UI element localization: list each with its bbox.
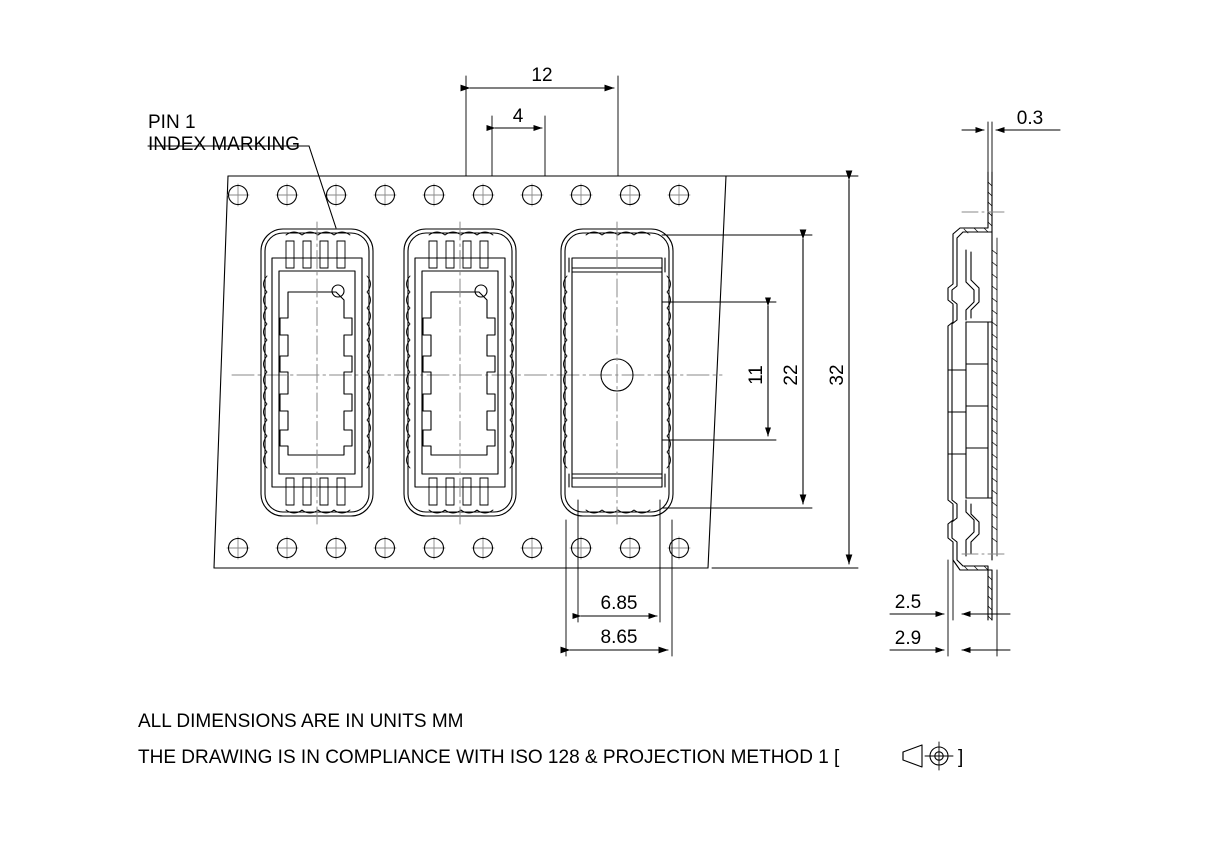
dimension-0-3 <box>961 121 1061 177</box>
pocket-3-empty <box>560 221 674 525</box>
tape-body-outline <box>213 175 727 569</box>
dimension-value-6-85: 6.85 <box>601 593 638 614</box>
sprocket-hole-row-bottom <box>226 536 691 560</box>
dimension-value-2-9: 2.9 <box>895 628 921 649</box>
dimension-11 <box>661 297 777 441</box>
pin1-label-line1: PIN 1 <box>148 112 196 133</box>
note-line-2-prefix: THE DRAWING IS IN COMPLIANCE WITH ISO 12… <box>138 747 840 768</box>
dimension-value-12: 12 <box>531 65 552 86</box>
dimension-value-0-3: 0.3 <box>1017 108 1043 129</box>
dimension-32 <box>711 170 859 569</box>
pin1-label-line2: INDEX MARKING <box>148 134 300 155</box>
dimension-value-32: 32 <box>827 364 848 385</box>
dimension-4 <box>486 115 546 177</box>
pin1-leader <box>147 145 337 229</box>
dimension-6-85 <box>572 499 661 623</box>
note-line-1: ALL DIMENSIONS ARE IN UNITS MM <box>138 711 464 732</box>
note-line-2-suffix: ] <box>958 747 963 768</box>
sprocket-hole-row-top <box>226 183 691 207</box>
projection-method-symbol <box>902 741 954 771</box>
dimension-8-65 <box>560 519 673 657</box>
dimension-value-11: 11 <box>746 365 767 385</box>
side-section-view <box>947 171 1009 621</box>
dimension-12 <box>460 75 619 177</box>
pocket-2 <box>403 221 517 525</box>
dimension-value-22: 22 <box>781 364 802 385</box>
dimension-value-8-65: 8.65 <box>601 627 638 648</box>
dimension-2-5 <box>889 559 1011 621</box>
dimension-value-4: 4 <box>513 106 524 127</box>
pocket-1 <box>260 221 374 525</box>
dimension-22 <box>661 229 813 509</box>
dimension-2-9 <box>889 559 1011 657</box>
dimension-value-2-5: 2.5 <box>895 592 921 613</box>
